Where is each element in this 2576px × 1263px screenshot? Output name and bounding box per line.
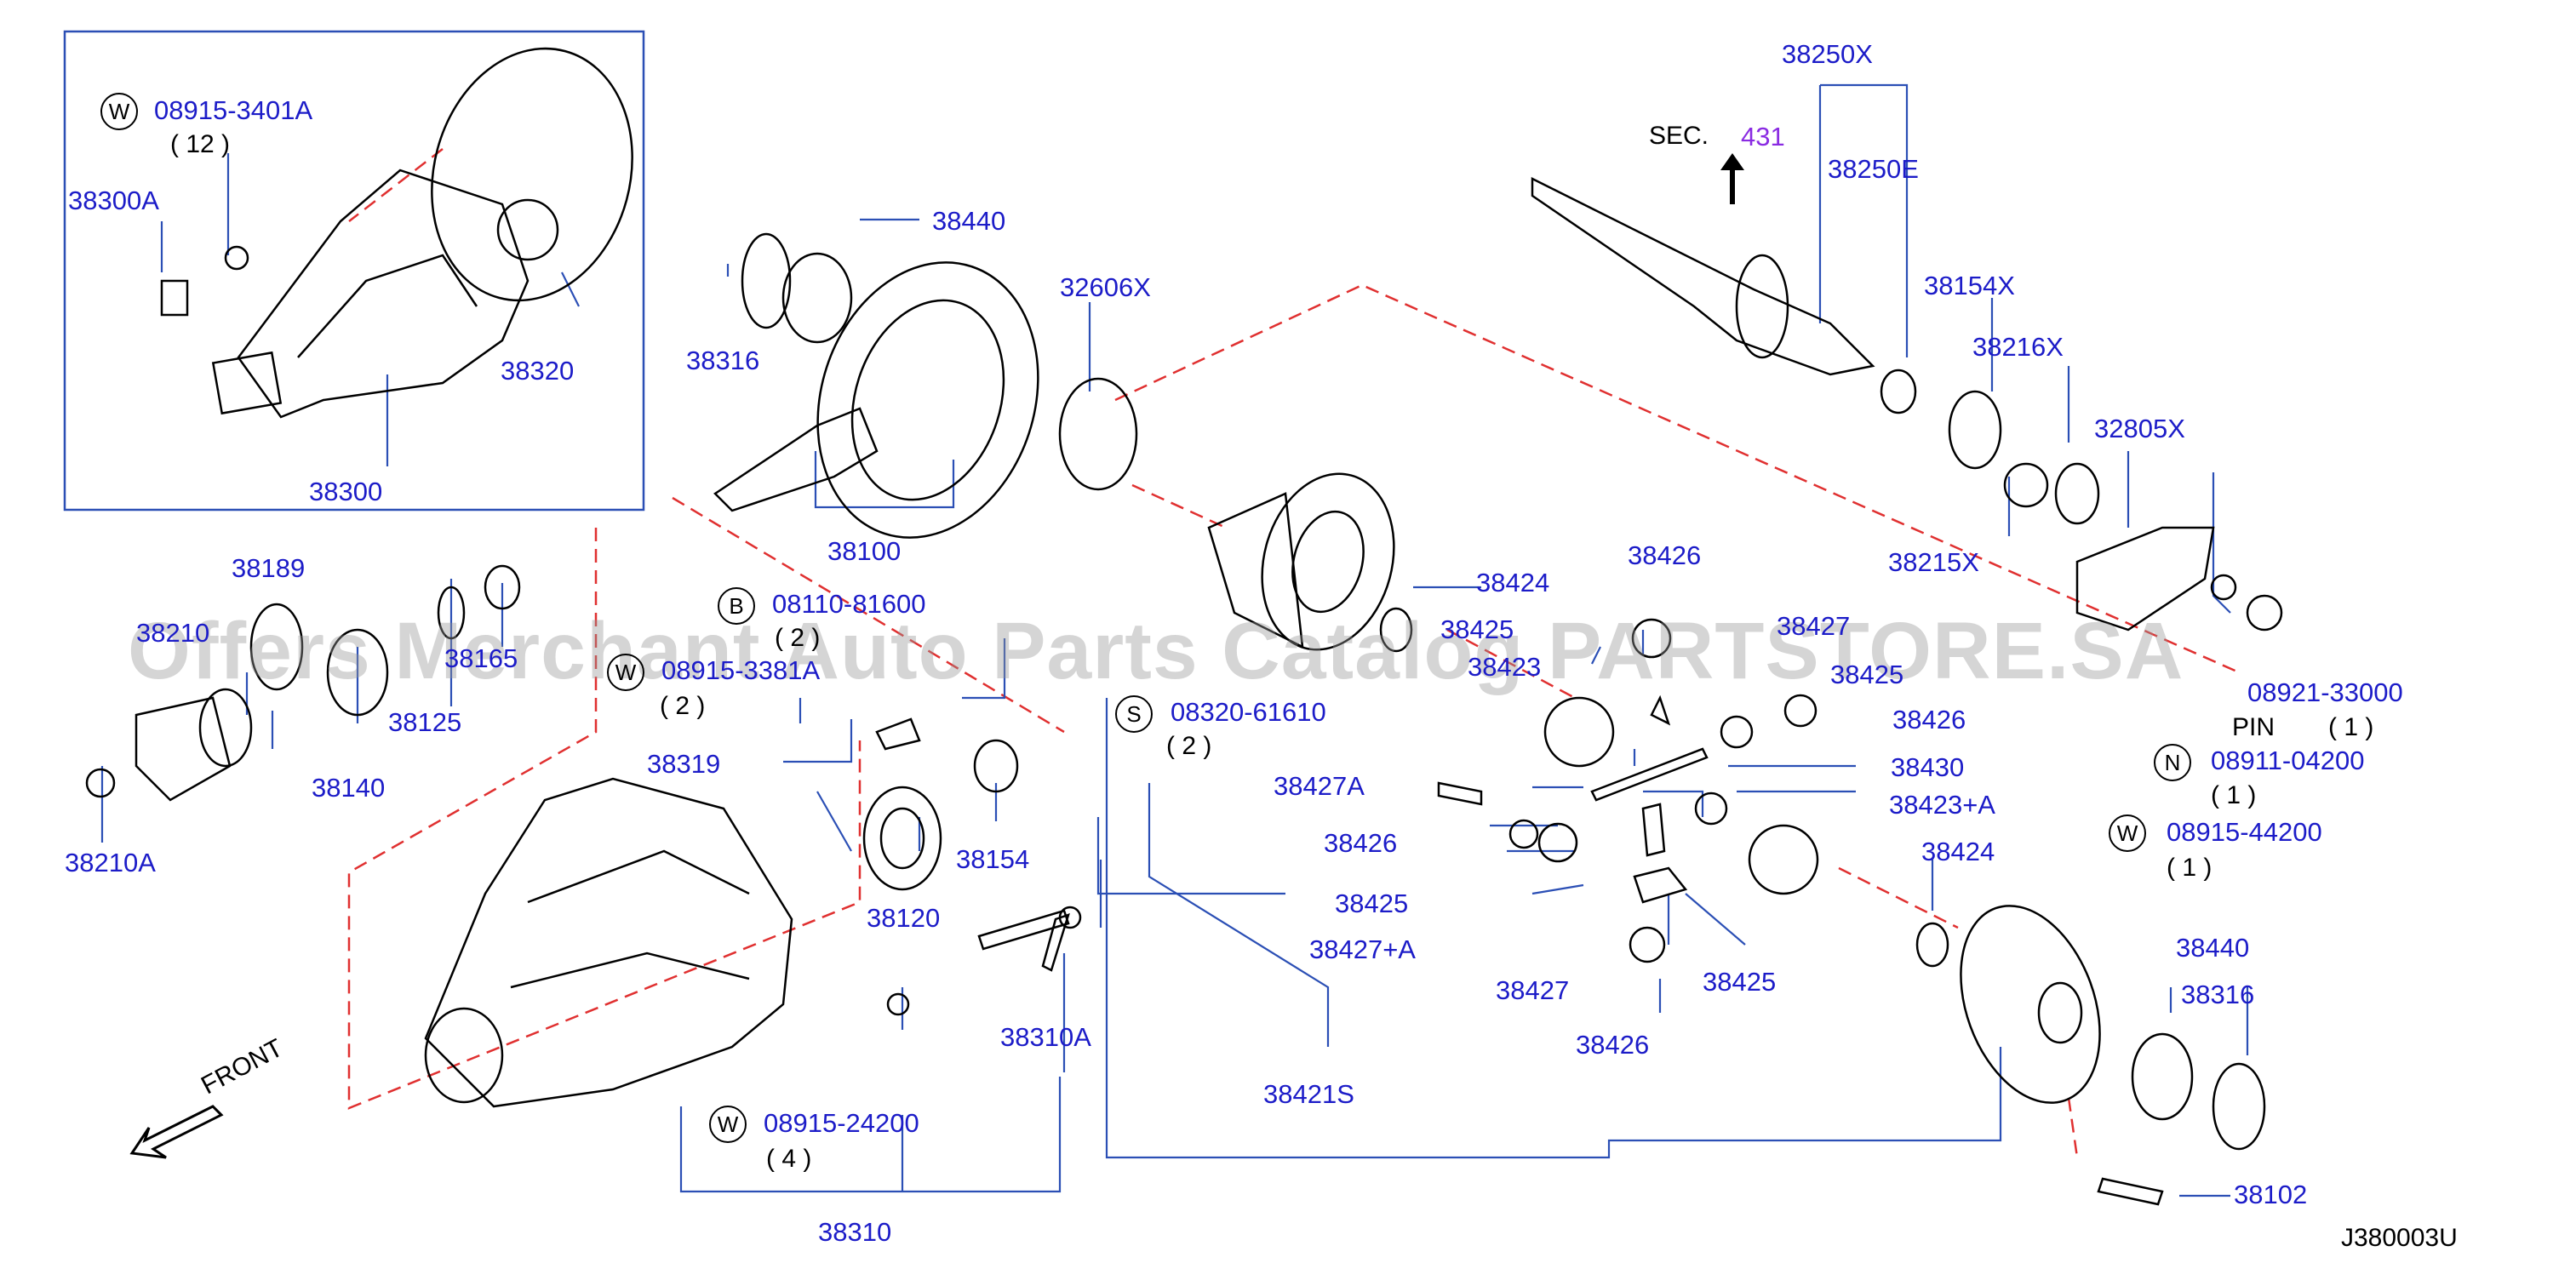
part-label-38426-left[interactable]: 38426 bbox=[1324, 828, 1398, 858]
quantity-label: ( 1 ) bbox=[2328, 713, 2374, 741]
part-label-38102[interactable]: 38102 bbox=[2234, 1180, 2308, 1209]
part-label-38425-mid[interactable]: 38425 bbox=[1830, 660, 1904, 689]
part-label-38215x[interactable]: 38215X bbox=[1888, 547, 1979, 577]
quantity-label: ( 2 ) bbox=[1166, 732, 1212, 760]
part-label-38425-top[interactable]: 38425 bbox=[1440, 614, 1514, 644]
inset-box bbox=[63, 30, 645, 511]
callout-b-icon: B bbox=[718, 587, 755, 625]
quantity-label: ( 1 ) bbox=[2211, 781, 2257, 809]
part-label-08320-61610[interactable]: 08320-61610 bbox=[1171, 697, 1326, 727]
section-ref-prefix: SEC. bbox=[1649, 122, 1709, 150]
leader-lines bbox=[100, 83, 2249, 1197]
part-label-38427-plus-a[interactable]: 38427+A bbox=[1309, 934, 1416, 964]
part-label-08921-33000[interactable]: 08921-33000 bbox=[2247, 677, 2403, 707]
part-label-38125[interactable]: 38125 bbox=[388, 707, 462, 737]
part-label-38427-top[interactable]: 38427 bbox=[1777, 611, 1851, 641]
part-label-38316-top[interactable]: 38316 bbox=[686, 346, 760, 375]
diff-cover-sketch bbox=[1960, 905, 2101, 1104]
part-label-08915-44200[interactable]: 08915-44200 bbox=[2167, 817, 2322, 847]
part-label-38310a[interactable]: 38310A bbox=[1000, 1022, 1091, 1052]
part-label-38426-top[interactable]: 38426 bbox=[1628, 540, 1702, 570]
part-label-32606x[interactable]: 32606X bbox=[1060, 272, 1151, 302]
part-label-38154x[interactable]: 38154X bbox=[1924, 271, 2015, 300]
carrier-housing-sketch bbox=[237, 169, 530, 419]
part-label-38424-right[interactable]: 38424 bbox=[1921, 837, 1995, 866]
part-label-38165[interactable]: 38165 bbox=[444, 643, 518, 673]
callout-n-icon: N bbox=[2154, 744, 2191, 781]
part-label-38427a[interactable]: 38427A bbox=[1274, 771, 1365, 801]
assembly-dashed-lines bbox=[347, 148, 2240, 1158]
diff-case-sketch bbox=[1261, 472, 1395, 651]
part-label-38120[interactable]: 38120 bbox=[867, 903, 941, 933]
part-label-38421s[interactable]: 38421S bbox=[1263, 1079, 1354, 1109]
quantity-label: ( 1 ) bbox=[2167, 854, 2212, 882]
quantity-label: ( 2 ) bbox=[660, 692, 706, 720]
part-label-08915-3401a[interactable]: 08915-3401A bbox=[154, 95, 313, 125]
part-label-38216x[interactable]: 38216X bbox=[1972, 332, 2064, 362]
part-label-38425-left[interactable]: 38425 bbox=[1335, 889, 1409, 918]
part-label-32805x[interactable]: 32805X bbox=[2094, 414, 2185, 443]
part-drawings bbox=[85, 47, 2283, 1206]
callout-s-icon: S bbox=[1115, 695, 1153, 733]
part-label-38316-bottom[interactable]: 38316 bbox=[2181, 980, 2255, 1009]
section-arrow bbox=[1720, 153, 1744, 204]
part-label-38426-mid[interactable]: 38426 bbox=[1892, 705, 1966, 734]
part-label-38300a[interactable]: 38300A bbox=[68, 186, 159, 215]
quantity-label: ( 12 ) bbox=[170, 130, 231, 158]
front-arrow bbox=[129, 1105, 224, 1159]
quantity-label: ( 4 ) bbox=[766, 1145, 812, 1173]
section-ref-link[interactable]: 431 bbox=[1741, 122, 1785, 151]
companion-flange-sketch bbox=[135, 696, 232, 802]
part-label-38425-bottom[interactable]: 38425 bbox=[1703, 967, 1777, 997]
part-label-38423[interactable]: 38423 bbox=[1468, 652, 1542, 682]
part-label-38210a[interactable]: 38210A bbox=[65, 848, 156, 877]
ring-gear-sketch bbox=[816, 261, 1039, 539]
part-label-38440-bottom[interactable]: 38440 bbox=[2176, 933, 2250, 963]
part-label-38210[interactable]: 38210 bbox=[136, 618, 210, 648]
watermark: Offers Merchant Auto Parts Catalog PARTS… bbox=[128, 606, 2184, 696]
axle-shaft-sketch bbox=[1531, 176, 1875, 376]
part-label-38424-top[interactable]: 38424 bbox=[1476, 568, 1550, 597]
part-label-38250x[interactable]: 38250X bbox=[1782, 39, 1873, 69]
part-label-38440-top[interactable]: 38440 bbox=[932, 206, 1006, 236]
part-label-08915-24200[interactable]: 08915-24200 bbox=[764, 1108, 919, 1138]
part-label-38427-bottom[interactable]: 38427 bbox=[1496, 975, 1570, 1005]
part-label-08911-04200[interactable]: 08911-04200 bbox=[2211, 746, 2365, 775]
part-label-38140[interactable]: 38140 bbox=[312, 773, 386, 803]
callout-w-icon: W bbox=[2109, 814, 2146, 852]
part-label-38310[interactable]: 38310 bbox=[818, 1217, 892, 1247]
callout-w-icon: W bbox=[100, 93, 138, 130]
part-label-38154[interactable]: 38154 bbox=[956, 844, 1030, 874]
part-label-08915-3381a[interactable]: 08915-3381A bbox=[661, 655, 821, 685]
quantity-label: ( 2 ) bbox=[775, 624, 821, 652]
part-label-38250e[interactable]: 38250E bbox=[1828, 154, 1919, 184]
main-housing-sketch bbox=[424, 777, 793, 1108]
callout-w-icon: W bbox=[709, 1106, 747, 1143]
callout-w-icon: W bbox=[607, 654, 644, 691]
part-label-38423a[interactable]: 38423+A bbox=[1889, 790, 1995, 820]
part-label-08110-81600[interactable]: 08110-81600 bbox=[772, 589, 926, 619]
part-label-38426-bottom[interactable]: 38426 bbox=[1576, 1030, 1650, 1060]
part-label-38320[interactable]: 38320 bbox=[501, 356, 575, 386]
part-label-38300[interactable]: 38300 bbox=[309, 477, 383, 506]
part-label-38189[interactable]: 38189 bbox=[232, 553, 306, 583]
diagram-code: J380003U bbox=[2341, 1224, 2458, 1252]
side-gear-sketch bbox=[1543, 696, 1615, 768]
part-label-38430[interactable]: 38430 bbox=[1891, 752, 1965, 782]
pin-label: PIN bbox=[2232, 713, 2275, 741]
part-label-38319[interactable]: 38319 bbox=[647, 749, 721, 779]
part-label-38100[interactable]: 38100 bbox=[827, 536, 902, 566]
